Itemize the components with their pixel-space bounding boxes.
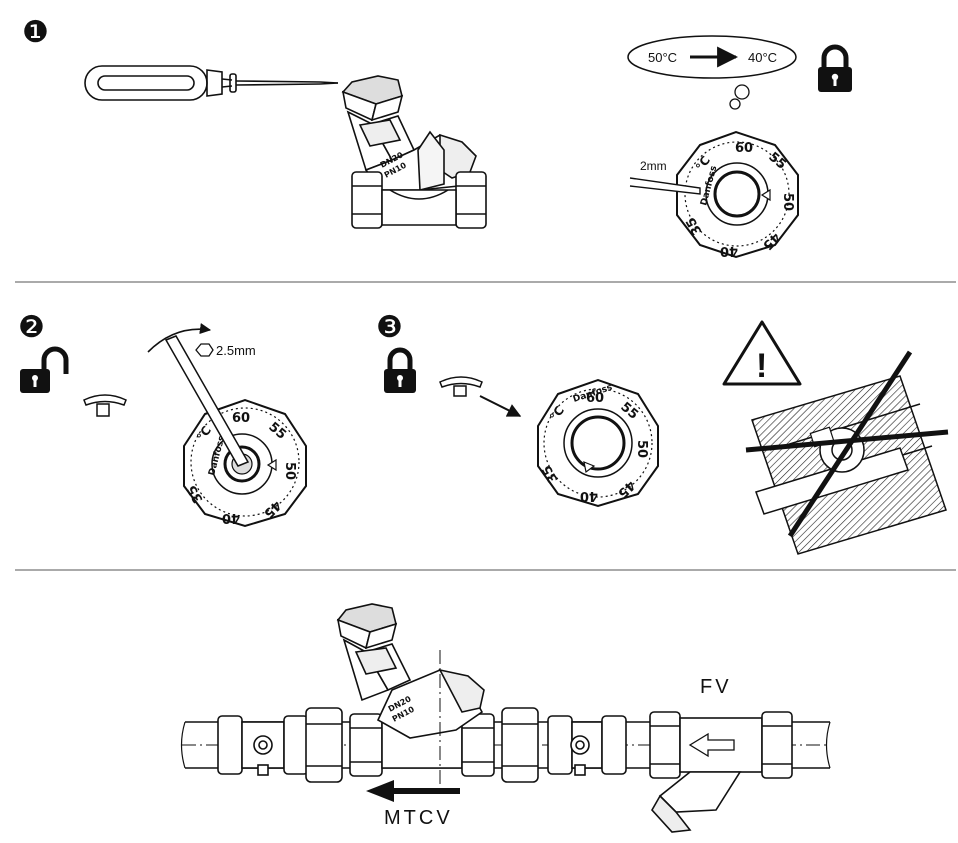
insulated-valve-crossed <box>745 350 949 555</box>
pin-tool-icon <box>629 177 701 195</box>
fv-label: FV <box>700 676 732 698</box>
warning-mark: ! <box>756 347 767 385</box>
mtcv-label: MTCV <box>384 807 453 829</box>
step-2-number: ❷ <box>18 311 45 344</box>
dial-2-60: 60 <box>232 411 250 426</box>
mtcv-valve <box>336 603 495 790</box>
temperature-change-bubble: 50°C 40°C <box>627 35 797 110</box>
dial-3-40: 40 <box>580 488 598 503</box>
cap-icon <box>83 394 127 417</box>
hex-key-icon <box>164 335 250 467</box>
pin-size-label: 2mm <box>640 159 667 173</box>
dial-2-50: 50 <box>282 462 297 480</box>
temperature-to: 40°C <box>748 50 777 65</box>
lock-icon-2 <box>384 347 416 393</box>
flow-arrow-icon <box>366 780 460 802</box>
dial-40: 40 <box>720 243 738 258</box>
dial-50: 50 <box>780 193 795 211</box>
ball-valve-left <box>217 715 309 776</box>
filter-flow-arrow-icon <box>688 732 735 758</box>
dial-60: 60 <box>735 141 753 156</box>
ball-valve-right <box>547 715 627 776</box>
unlock-icon <box>20 346 69 393</box>
cap-icon-2 <box>439 376 483 397</box>
temperature-dial-3: 60 55 50 45 40 35 °C Danfoss <box>537 378 659 508</box>
warning-icon: ! <box>722 320 802 386</box>
installation-section: DN20 PN10 MTCV FV <box>180 603 831 833</box>
step-1-number: ❶ <box>22 16 49 49</box>
section-3: ❸ 60 55 50 45 40 35 °C Danfoss <box>376 311 949 555</box>
temperature-dial-2: 60 55 50 45 40 35 °C Danfoss 2.5mm <box>164 335 307 528</box>
union-left <box>305 707 343 783</box>
step-3-number: ❸ <box>376 311 403 344</box>
section-1: ❶ <box>22 16 852 259</box>
thought-bubble-icon <box>734 84 750 100</box>
dial-3-50: 50 <box>634 440 649 458</box>
lock-icon <box>818 44 852 92</box>
dial-3-60: 60 <box>586 391 604 406</box>
temperature-dial: 60 55 50 45 40 35 °C Danfoss 2mm <box>629 130 799 259</box>
section-2: ❷ 60 55 50 45 40 35 <box>18 311 307 528</box>
hex-key-size-label: 2.5mm <box>216 343 256 358</box>
temperature-from: 50°C <box>648 50 677 65</box>
rotate-arrow-icon <box>147 323 212 353</box>
filter-valve <box>649 711 793 833</box>
hex-size-icon <box>195 343 214 357</box>
union-right <box>501 707 539 783</box>
insert-arrow-icon <box>479 395 522 417</box>
valve-body-top <box>341 75 487 229</box>
screwdriver-icon <box>84 65 339 101</box>
dial-2-40: 40 <box>222 510 240 525</box>
